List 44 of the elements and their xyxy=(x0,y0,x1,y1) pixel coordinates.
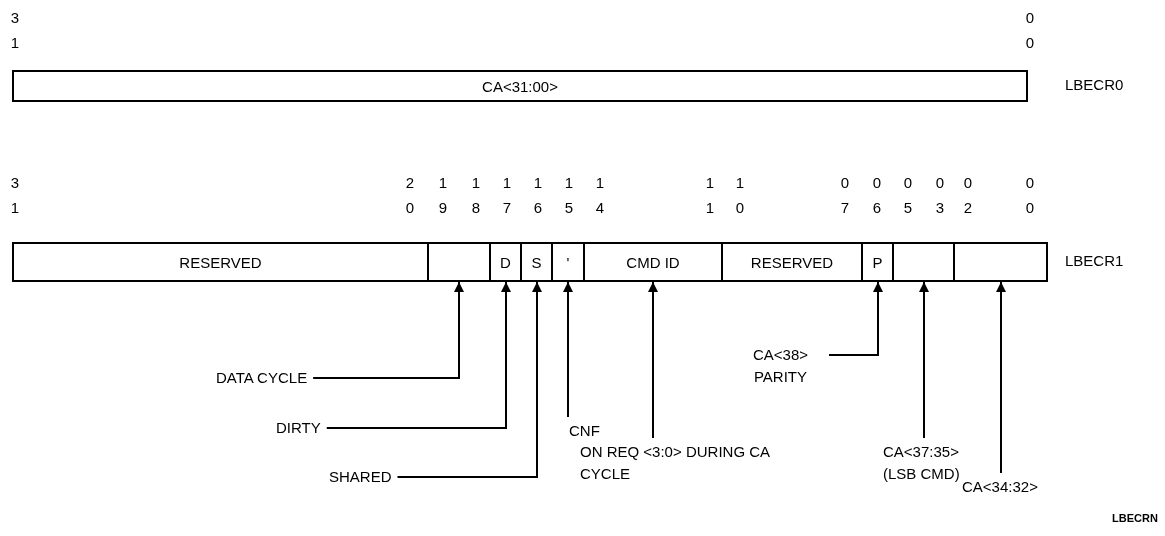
bit-number: 1 9 xyxy=(437,173,449,218)
callout-text: SHARED xyxy=(329,466,392,488)
bit-number: 0 0 xyxy=(1024,8,1036,53)
callout-text: CA<38> PARITY xyxy=(738,344,823,388)
register-field: S xyxy=(520,242,553,282)
bit-number: 1 0 xyxy=(734,173,746,218)
bit-number: 1 6 xyxy=(532,173,544,218)
bit-number: 2 0 xyxy=(404,173,416,218)
register-field: CMD ID xyxy=(583,242,723,282)
callout-text: ON REQ <3:0> DURING CA CYCLE xyxy=(580,441,770,485)
bit-number: 0 3 xyxy=(934,173,946,218)
figure-id: LBECRN xyxy=(1112,512,1158,524)
register-field: RESERVED xyxy=(721,242,863,282)
register-field: CA<31:00> xyxy=(12,70,1028,102)
leader-arrow xyxy=(996,281,1006,474)
bit-number: 3 1 xyxy=(9,8,21,53)
bit-number: 1 7 xyxy=(501,173,513,218)
bit-number: 0 6 xyxy=(871,173,883,218)
callout-text: DATA CYCLE xyxy=(216,367,308,389)
bit-number: 1 5 xyxy=(563,173,575,218)
callout-text: CA<34:32> xyxy=(962,476,1038,498)
bit-number: 1 4 xyxy=(594,173,606,218)
bit-number: 1 1 xyxy=(704,173,716,218)
register-field: RESERVED xyxy=(12,242,429,282)
bit-number: 1 8 xyxy=(470,173,482,218)
register-name: LBECR0 xyxy=(1065,76,1124,93)
leader-arrow xyxy=(919,281,929,439)
callout-text: DIRTY xyxy=(276,417,321,439)
leader-arrow xyxy=(648,281,658,439)
leader-arrow xyxy=(312,281,464,379)
callout-text: CNF xyxy=(569,420,600,442)
leader-arrow xyxy=(325,281,511,429)
register-name: LBECR1 xyxy=(1065,252,1124,269)
register-field: P xyxy=(861,242,894,282)
leader-arrow xyxy=(563,281,573,418)
bit-number: 0 2 xyxy=(962,173,974,218)
bit-number: 0 5 xyxy=(902,173,914,218)
leader-arrow xyxy=(828,281,883,356)
register-field: D xyxy=(489,242,522,282)
register-field: ' xyxy=(551,242,585,282)
bit-number: 0 0 xyxy=(1024,173,1036,218)
leader-arrow xyxy=(396,281,542,478)
bit-number: 3 1 xyxy=(9,173,21,218)
bit-number: 0 7 xyxy=(839,173,851,218)
